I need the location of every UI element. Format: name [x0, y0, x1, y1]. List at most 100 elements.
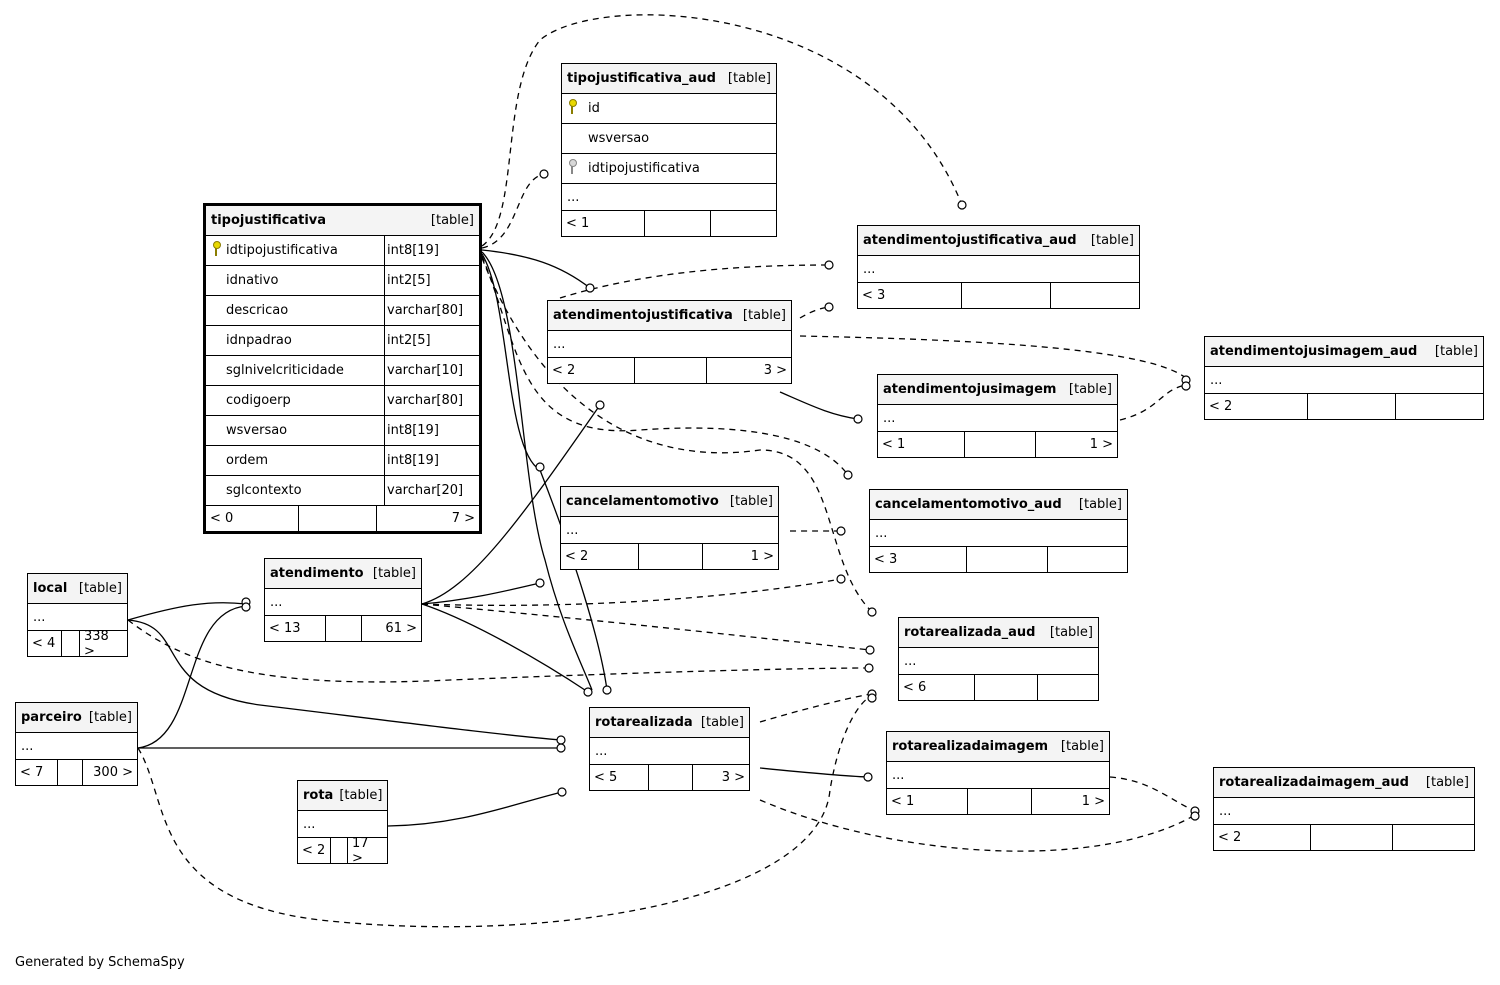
rel-tipo-atjust: [481, 249, 591, 289]
table-rotarealizadaimagem[interactable]: rotarealizadaimagem [table] ... < 1 1 >: [886, 731, 1110, 815]
table-footer: < 7 300 >: [16, 760, 137, 785]
ellipsis-row: ...: [265, 589, 421, 616]
rel-rotareal-img: [759, 767, 869, 778]
table-atendimentojusimagem[interactable]: atendimentojusimagem [table] ... < 1 1 >: [877, 374, 1118, 458]
table-footer: < 1 1 >: [887, 789, 1109, 814]
table-rotarealizada[interactable]: rotarealizada [table] ... < 5 3 >: [589, 707, 750, 791]
table-tag: [table]: [339, 788, 383, 803]
table-rotarealizadaimagem_aud[interactable]: rotarealizadaimagem_aud [table] ... < 2: [1213, 767, 1475, 851]
table-name: rotarealizada_aud: [904, 625, 1036, 640]
table-header: rota [table]: [298, 781, 387, 811]
ellipsis-row: ...: [1214, 798, 1474, 825]
parents-count[interactable]: < 5: [594, 770, 618, 785]
children-count[interactable]: 7 >: [376, 506, 479, 531]
table-name: atendimentojustificativa_aud: [863, 233, 1077, 248]
table-atendimento[interactable]: atendimento [table] ... < 13 61 >: [264, 558, 422, 642]
parents-count[interactable]: < 3: [874, 552, 898, 567]
children-count[interactable]: 61 >: [361, 616, 421, 641]
parents-count[interactable]: < 6: [903, 680, 927, 695]
table-name: rotarealizadaimagem: [892, 739, 1049, 754]
children-count[interactable]: 17 >: [347, 836, 387, 866]
table-tag: [table]: [1060, 739, 1104, 754]
parents-count[interactable]: < 2: [565, 549, 589, 564]
table-header: atendimentojustificativa [table]: [548, 301, 791, 331]
parents-count[interactable]: < 0: [210, 511, 234, 526]
parents-count[interactable]: < 2: [552, 363, 576, 378]
rel-tipo-atjustaud: [481, 14, 963, 247]
parents-count[interactable]: < 1: [882, 437, 906, 452]
column-type: int2[5]: [384, 266, 479, 295]
table-cancelamentomotivo_aud[interactable]: cancelamentomotivo_aud [table] ... < 3: [869, 489, 1128, 573]
table-atendimentojusimagem_aud[interactable]: atendimentojusimagem_aud [table] ... < 2: [1204, 336, 1484, 420]
rel-local-rotaud: [127, 619, 870, 683]
ellipsis-row: ...: [561, 517, 778, 544]
table-header: tipojustificativa_aud [table]: [562, 64, 776, 94]
ellipsis-row: ...: [1205, 367, 1483, 394]
ellipsis-row: ...: [878, 405, 1117, 432]
table-tag: [table]: [742, 308, 786, 323]
table-header: cancelamentomotivo [table]: [561, 487, 778, 517]
table-local[interactable]: local [table] ... < 4 338 >: [27, 573, 128, 659]
table-cancelamentomotivo[interactable]: cancelamentomotivo [table] ... < 2 1 >: [560, 486, 779, 570]
parents-count[interactable]: < 1: [891, 794, 915, 809]
column-row: sglnivelcriticidade varchar[10]: [206, 356, 479, 386]
column-type: int2[5]: [384, 326, 479, 355]
rel-parceiro-atend: [137, 605, 247, 749]
column-type: int8[19]: [384, 416, 479, 445]
children-count[interactable]: 1 >: [1035, 432, 1117, 457]
column-type: varchar[80]: [384, 296, 479, 325]
parents-count[interactable]: < 2: [1218, 830, 1242, 845]
table-atendimentojustificativa_aud[interactable]: atendimentojustificativa_aud [table] ...…: [857, 225, 1140, 309]
parents-count[interactable]: < 4: [32, 636, 56, 651]
table-tag: [table]: [1090, 233, 1134, 248]
rel-atend-rotaud-1: [421, 603, 871, 651]
column-type: int8[19]: [384, 236, 479, 265]
parents-count[interactable]: < 7: [20, 765, 44, 780]
children-count[interactable]: 3 >: [706, 358, 791, 383]
parents-count[interactable]: < 1: [566, 216, 590, 231]
table-footer: < 0 7 >: [206, 506, 479, 531]
parents-count[interactable]: < 3: [862, 288, 886, 303]
table-rotarealizada_aud[interactable]: rotarealizada_aud [table] ... < 6: [898, 617, 1099, 701]
table-rota[interactable]: rota [table] ... < 2 17 >: [297, 780, 388, 866]
table-name: rotarealizada: [595, 715, 693, 730]
table-tipojustificativa_aud[interactable]: tipojustificativa_aud [table] id wsversa…: [561, 63, 777, 237]
ellipsis-row: ...: [16, 733, 137, 760]
column-row: idtipojustificativa int8[19]: [206, 236, 479, 266]
table-header: atendimento [table]: [265, 559, 421, 589]
rel-atjust-jusimg: [779, 391, 859, 420]
table-name: atendimentojusimagem_aud: [1210, 344, 1418, 359]
children-count[interactable]: 300 >: [82, 760, 137, 785]
table-header: rotarealizadaimagem [table]: [887, 732, 1109, 762]
children-count[interactable]: 338 >: [79, 629, 127, 659]
children-count[interactable]: 3 >: [692, 765, 749, 790]
rel-rotareal-rotaud: [759, 693, 871, 723]
table-parceiro[interactable]: parceiro [table] ... < 7 300 >: [15, 702, 138, 786]
ellipsis-row: ...: [887, 762, 1109, 789]
rel-rotareal-imgaud: [759, 799, 1196, 852]
table-atendimentojustificativa[interactable]: atendimentojustificativa [table] ... < 2…: [547, 300, 792, 384]
parents-count[interactable]: < 2: [302, 843, 326, 858]
children-count[interactable]: 1 >: [1031, 789, 1109, 814]
column-type: varchar[20]: [384, 476, 479, 505]
rel-atjust-atjustaud-2: [799, 306, 830, 319]
column-row: idnpadrao int2[5]: [206, 326, 479, 356]
parents-count[interactable]: < 13: [269, 621, 301, 636]
column-name: ordem: [226, 453, 268, 468]
column-name: idnpadrao: [226, 333, 292, 348]
rel-rota-rotareal: [387, 791, 563, 827]
ellipsis-row: ...: [28, 604, 127, 631]
column-name: wsversao: [226, 423, 288, 438]
parents-count[interactable]: < 2: [1209, 399, 1233, 414]
column-row: idnativo int2[5]: [206, 266, 479, 296]
table-footer: < 13 61 >: [265, 616, 421, 641]
table-footer: < 6: [899, 675, 1098, 700]
children-count[interactable]: 1 >: [702, 544, 778, 569]
table-footer: < 1: [562, 211, 776, 236]
table-tag: [table]: [78, 581, 122, 596]
table-tag: [table]: [1049, 625, 1093, 640]
ellipsis-row: ...: [298, 811, 387, 838]
column-name: idnativo: [226, 273, 279, 288]
table-footer: < 2 1 >: [561, 544, 778, 569]
table-tipojustificativa[interactable]: tipojustificativa [table] idtipojustific…: [203, 203, 482, 534]
